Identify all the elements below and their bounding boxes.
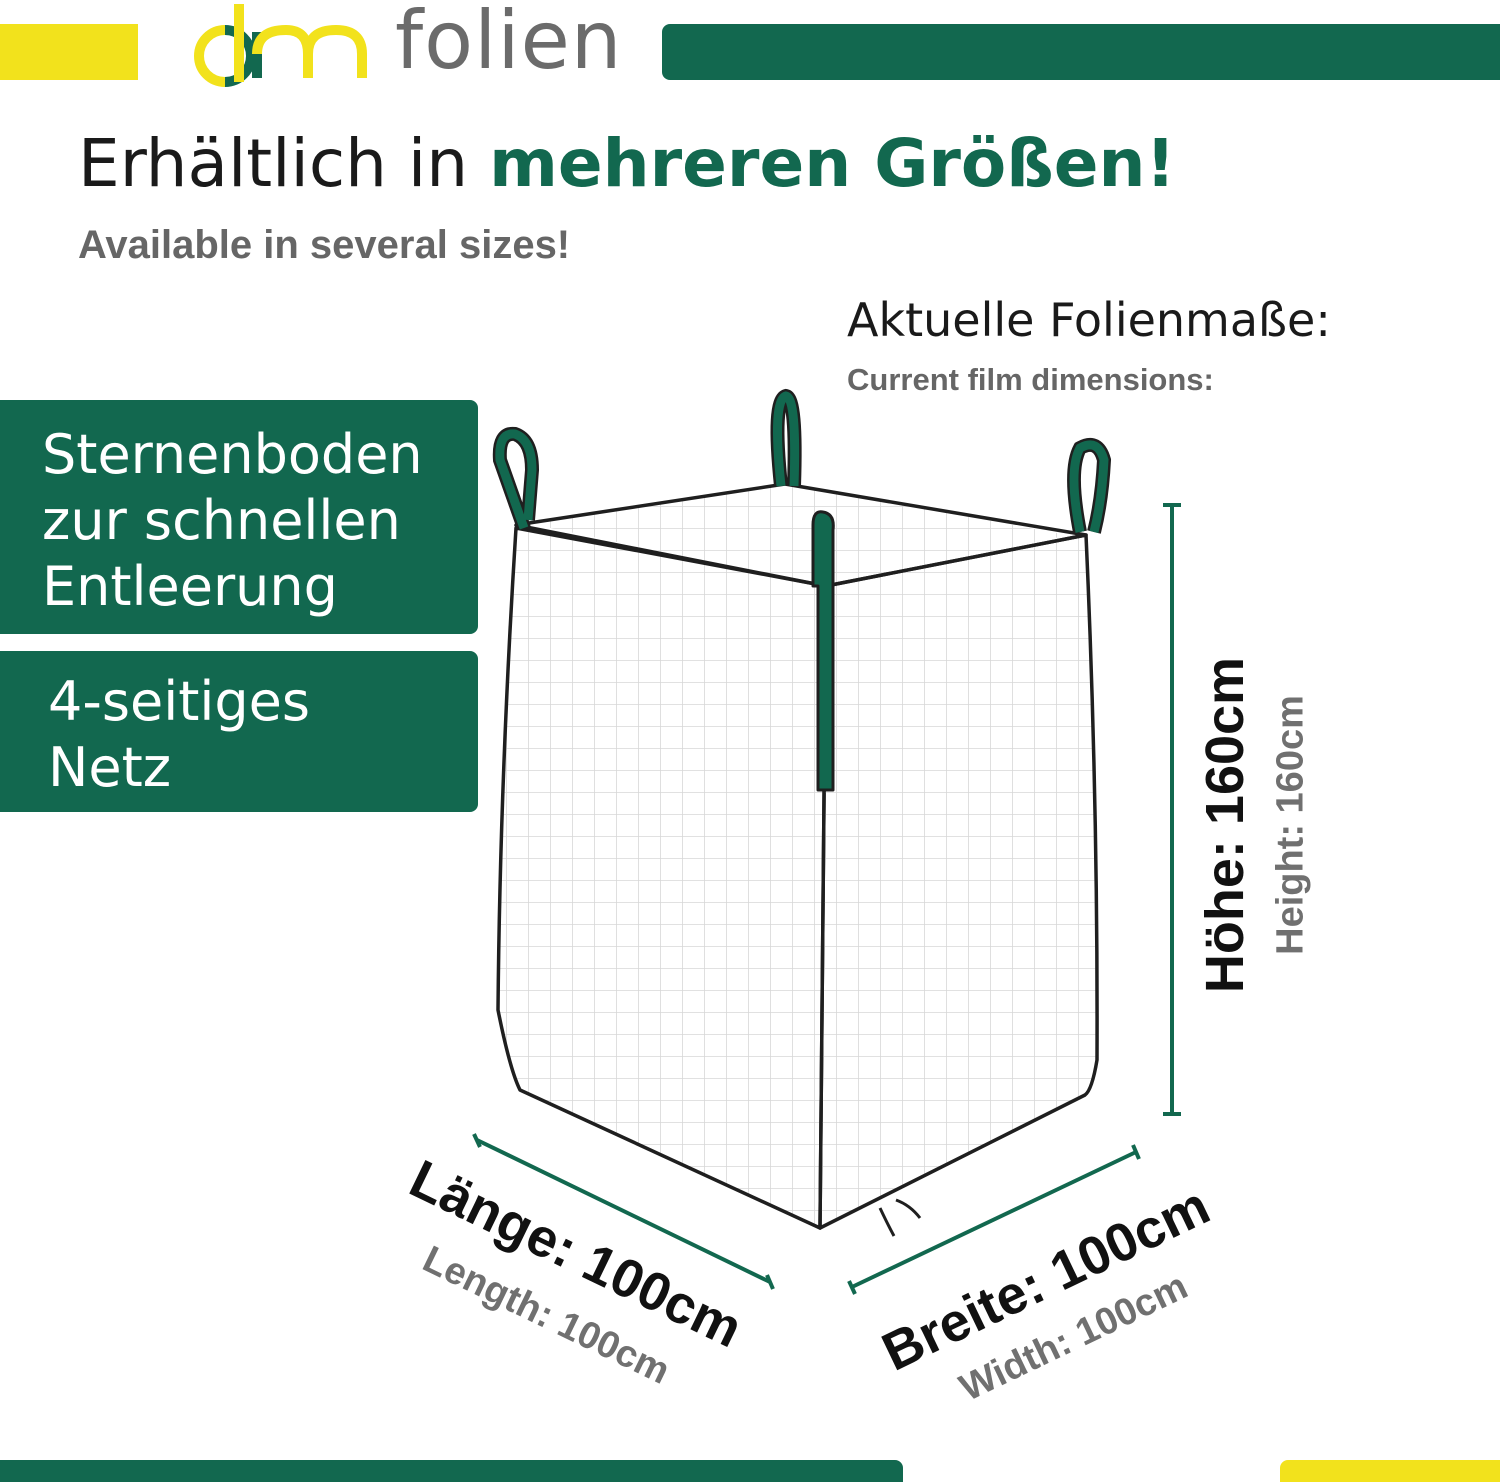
logo-wordmark: folien bbox=[395, 0, 623, 87]
dm-logo-icon bbox=[194, 4, 367, 87]
top-left-yellow-bar bbox=[0, 24, 138, 80]
top-right-green-bar bbox=[662, 24, 1500, 80]
bottom-left-green-bar bbox=[0, 1460, 903, 1482]
dimensions-subtitle: Current film dimensions: bbox=[847, 362, 1214, 397]
height-label: Höhe: 160cm bbox=[1195, 656, 1255, 994]
feature-line: Sternenboden bbox=[42, 423, 423, 486]
headline-subtitle: Available in several sizes! bbox=[78, 223, 571, 267]
bottom-right-yellow-bar bbox=[1280, 1460, 1500, 1482]
feature-panel-star-bottom: Sternenboden zur schnellen Entleerung bbox=[0, 400, 478, 634]
feature-line: Netz bbox=[48, 736, 172, 799]
headline: Erhältlich in mehreren Größen! bbox=[78, 125, 1176, 202]
height-sublabel: Height: 160cm bbox=[1269, 695, 1312, 955]
headline-prefix: Erhältlich in bbox=[78, 125, 490, 202]
feature-panel-net: 4-seitiges Netz bbox=[0, 651, 478, 812]
feature-line: 4-seitiges bbox=[48, 670, 311, 733]
headline-accent: mehreren Größen! bbox=[489, 125, 1176, 202]
dimensions-title: Aktuelle Folienmaße: bbox=[847, 293, 1331, 347]
feature-line: zur schnellen bbox=[42, 489, 401, 552]
feature-line: Entleerung bbox=[42, 555, 338, 618]
